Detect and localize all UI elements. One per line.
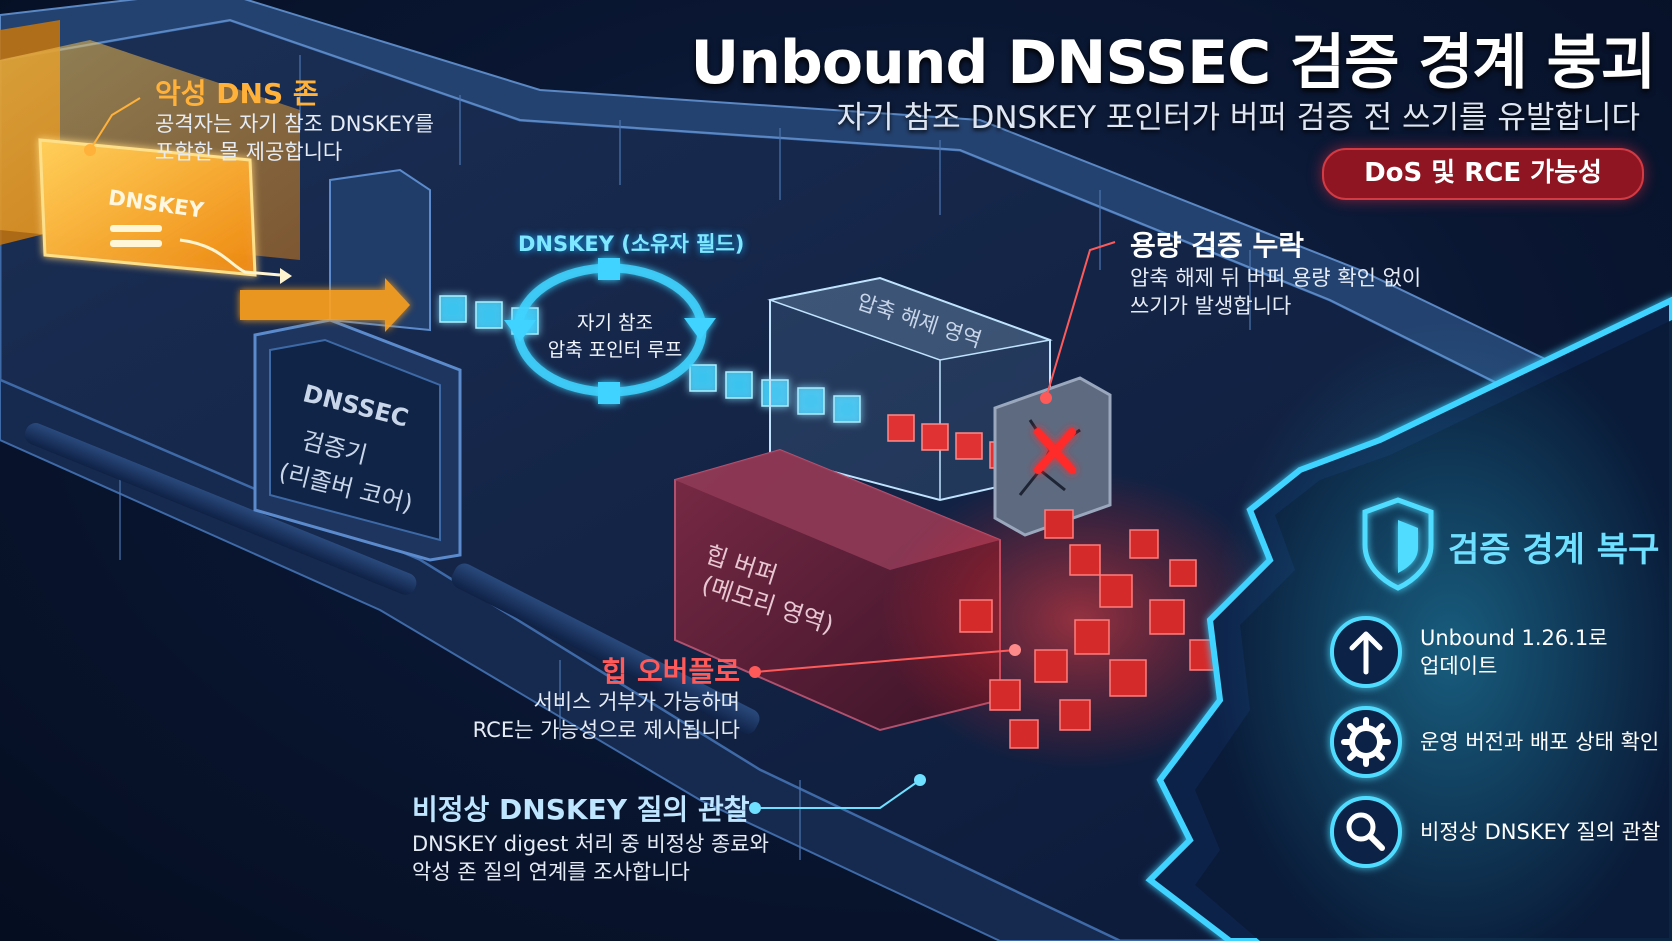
recovery-wall (1145, 296, 1672, 941)
heap-overflow-line2: RCE는 가능성으로 제시됩니다 (472, 718, 740, 742)
heap-overflow-line1: 서비스 거부가 가능하며 (533, 690, 740, 714)
spilled-memory-cubes (959, 509, 1221, 749)
recovery-item-2: 운영 버전과 배포 상태 확인 (1420, 730, 1660, 754)
cracked-wall (993, 376, 1112, 537)
callout-lines (84, 97, 1116, 814)
missing-check-heading: 용량 검증 누락 (1130, 229, 1305, 262)
observe-line2: 악성 존 질의 연계를 조사합니다 (412, 860, 690, 884)
arrow-up-icon (1330, 616, 1402, 688)
page-title: Unbound DNSSEC 검증 경계 붕괴 (690, 28, 1656, 98)
shield-icon (1362, 497, 1434, 591)
heap-overflow-heading: 힙 오버플로 (601, 655, 740, 688)
malicious-zone-line1: 공격자는 자기 참조 DNSKEY를 (155, 112, 434, 136)
recovery-item-3: 비정상 DNSKEY 질의 관찰 (1420, 820, 1661, 844)
malicious-zone-crate (0, 20, 410, 332)
impact-badge: DoS 및 RCE 가능성 (1322, 148, 1644, 200)
missing-check-line2: 쓰기가 발생합니다 (1130, 294, 1292, 318)
malicious-zone-line2: 포함한 몰 제공합니다 (155, 140, 343, 164)
observe-line1: DNSKEY digest 처리 중 비정상 종료와 (412, 832, 769, 856)
recovery-item-1-line2: 업데이트 (1420, 654, 1498, 678)
gear-icon (1330, 706, 1402, 778)
observe-heading: 비정상 DNSKEY 질의 관찰 (412, 793, 750, 826)
magnifier-icon (1330, 796, 1402, 868)
recovery-heading: 검증 경계 복구 (1448, 530, 1660, 570)
recovery-item-1-line1: Unbound 1.26.1로 (1420, 626, 1608, 650)
malicious-zone-heading: 악성 DNS 존 (155, 77, 319, 110)
compression-pointer-loop (504, 258, 716, 404)
owner-field-label: DNSKEY (소유자 필드) (518, 232, 745, 256)
page-subtitle: 자기 참조 DNSKEY 포인터가 버퍼 검증 전 쓰기를 유발합니다 (836, 100, 1640, 136)
loop-label-line1: 자기 참조 (577, 312, 653, 334)
loop-label-line2: 압축 포인터 루프 (547, 339, 683, 361)
missing-check-line1: 압축 해제 뒤 버퍼 용량 확인 없이 (1130, 266, 1422, 290)
